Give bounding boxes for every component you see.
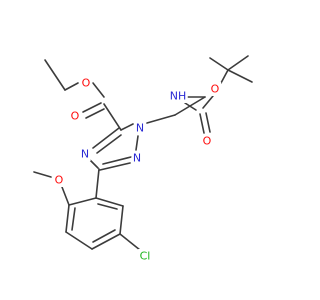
bond-ring-b-c-a — [65, 204, 70, 233]
bond-ester-c-o-double-a — [82, 102, 102, 113]
bond-ester-c-o-double-b — [85, 108, 105, 119]
bond-tbu-methyl-1 — [209, 57, 229, 71]
atom-triazole-n2: N — [133, 152, 141, 165]
bond-ring-e-f — [119, 205, 124, 235]
bond-carbamate-c-o-double-a — [199, 113, 205, 134]
atom-label-background — [53, 173, 66, 187]
atom-carbamate-o-single: O — [211, 83, 220, 96]
bond-carbamate-c-o-single — [202, 95, 214, 109]
bond-tbu-methyl-3 — [227, 69, 253, 83]
bond-n4-c5-a — [92, 127, 120, 149]
bond-ring-methoxy-o — [61, 186, 70, 206]
bond-ester-c-c5 — [103, 103, 122, 131]
atom-label-background — [201, 134, 214, 148]
atom-label-background — [69, 109, 82, 123]
atom-ester-o-single: O — [82, 77, 91, 90]
atom-triazole-n4: N — [81, 148, 89, 161]
bond-layer — [33, 55, 253, 251]
bond-ring-c-d — [65, 231, 93, 250]
bond-ring-d-e-b — [92, 229, 116, 243]
atom-methoxy-o: O — [55, 174, 64, 187]
atom-ester-o-double: O — [71, 110, 80, 123]
bond-n2-c3-b — [102, 156, 132, 165]
bond-ring-b-c-b — [71, 207, 76, 231]
bond-c3-aryl — [95, 168, 100, 199]
bond-methoxy-o-ch3 — [33, 171, 52, 178]
atom-label-background — [131, 151, 143, 165]
bond-o-tbu-c — [220, 69, 229, 84]
bond-ring-f-a-a — [95, 197, 124, 207]
bond-c5-n1 — [120, 123, 134, 131]
bond-tbu-methyl-2 — [227, 55, 249, 71]
bond-carbamate-c-o-double-b — [205, 112, 211, 133]
bond-ring-d-e-a — [91, 233, 121, 250]
atom-label-background — [138, 249, 152, 263]
atom-carbamate-nh: NH — [170, 90, 187, 103]
atom-label-background — [209, 82, 222, 96]
bond-n4-c5-b — [96, 134, 122, 154]
atom-triazole-n1: N — [136, 122, 144, 135]
atom-label-background — [168, 89, 188, 103]
atom-chlorine: Cl — [140, 250, 151, 263]
molecule-structure: O O N N N NH O O O Cl — [33, 55, 253, 263]
atom-label-background — [79, 147, 91, 161]
bond-c3-n4 — [89, 159, 99, 169]
bond-o-carbonyl-c — [92, 82, 105, 98]
atom-label-background — [134, 121, 146, 135]
bond-ring-a-b — [68, 197, 97, 206]
bond-n1-n2 — [135, 135, 139, 151]
atom-carbamate-o-double: O — [203, 135, 212, 148]
bond-ring-cl — [119, 233, 141, 251]
atom-label-background — [80, 76, 93, 90]
bond-ring-f-a-b — [97, 203, 118, 210]
atom-label-layer: O O N N N NH O O O Cl — [53, 76, 222, 263]
bond-n1-ch2 — [146, 114, 176, 124]
bond-nh-carbonyl-c — [184, 102, 197, 111]
bond-ethyl-ch2-o — [64, 82, 79, 91]
bond-ethyl-ch3-ch2 — [44, 59, 66, 91]
bond-n2-c3-a — [99, 162, 131, 171]
